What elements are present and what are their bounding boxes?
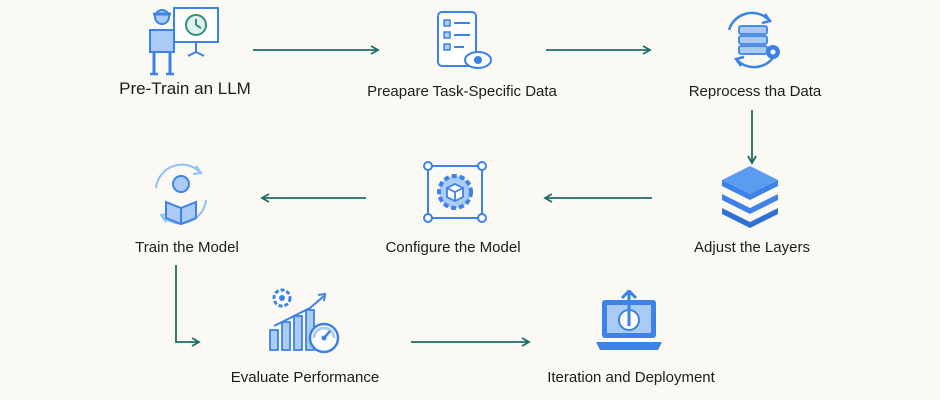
presenter-board-icon	[149, 7, 219, 76]
step-label-configure-model: Configure the Model	[385, 239, 521, 256]
user-book-cycle-icon	[155, 163, 207, 226]
step-label-adjust-layers: Adjust the Layers	[694, 239, 810, 256]
gear-cube-icon	[423, 161, 487, 223]
arrow-train-to-evaluate	[175, 265, 201, 347]
checklist-eye-icon	[437, 11, 492, 69]
step-label-reprocess-data: Reprocess tha Data	[688, 83, 822, 100]
step-label-train-model: Train the Model	[135, 239, 239, 256]
bar-chart-gauge-icon	[269, 288, 340, 354]
laptop-upload-icon	[596, 290, 662, 350]
step-label-evaluate-performance: Evaluate Performance	[230, 369, 380, 386]
stacked-layers-icon	[722, 166, 778, 228]
step-label-pretrain: Pre-Train an LLM	[119, 79, 251, 98]
step-label-iteration-deployment: Iteration and Deployment	[547, 369, 715, 386]
database-refresh-gear-icon	[727, 11, 780, 69]
step-label-prepare-data: Preapare Task-Specific Data	[367, 83, 557, 100]
